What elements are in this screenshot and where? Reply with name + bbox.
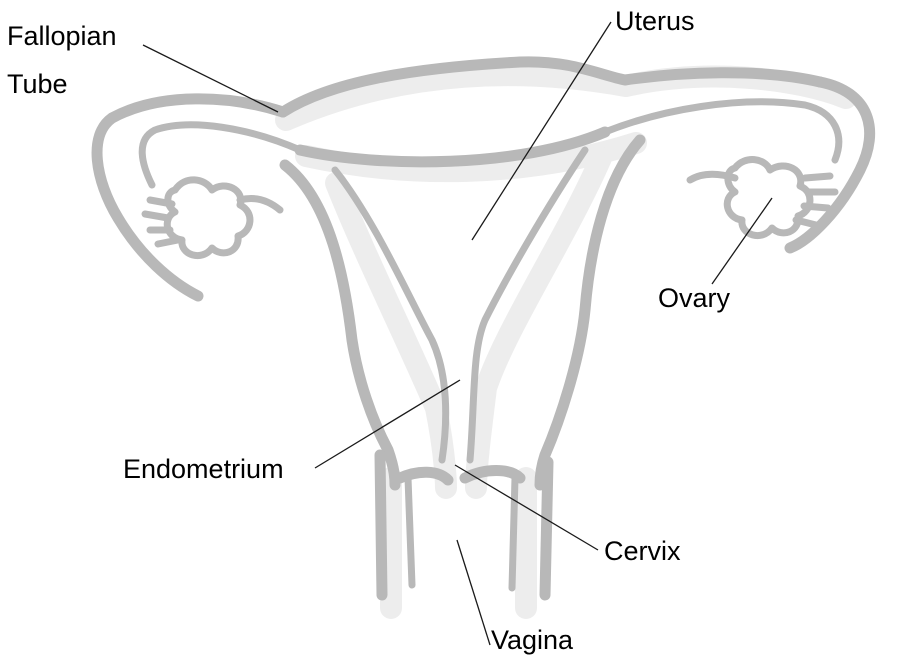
vagina-label: Vagina	[491, 624, 573, 656]
ovary-label: Ovary	[658, 282, 730, 314]
ovary-leader	[712, 198, 772, 284]
vagina-left-inner	[408, 478, 412, 585]
endometrium-label: Endometrium	[123, 453, 284, 485]
left-tube-inner	[142, 125, 300, 185]
organ-outline	[97, 62, 870, 595]
left-ovary	[145, 180, 280, 256]
fallopian-tube-label-line1: Fallopian	[7, 20, 117, 52]
fallopian-tube-label-line2: Tube	[7, 68, 68, 100]
uterus-label: Uterus	[615, 5, 695, 37]
right-ovary	[690, 160, 835, 236]
cervix-label: Cervix	[604, 535, 681, 567]
vagina-left-outer	[380, 455, 382, 595]
uterus-leader	[472, 22, 611, 240]
vagina-leader	[457, 540, 490, 645]
vagina-right-outer	[545, 462, 548, 595]
vagina-right-inner	[512, 478, 515, 588]
